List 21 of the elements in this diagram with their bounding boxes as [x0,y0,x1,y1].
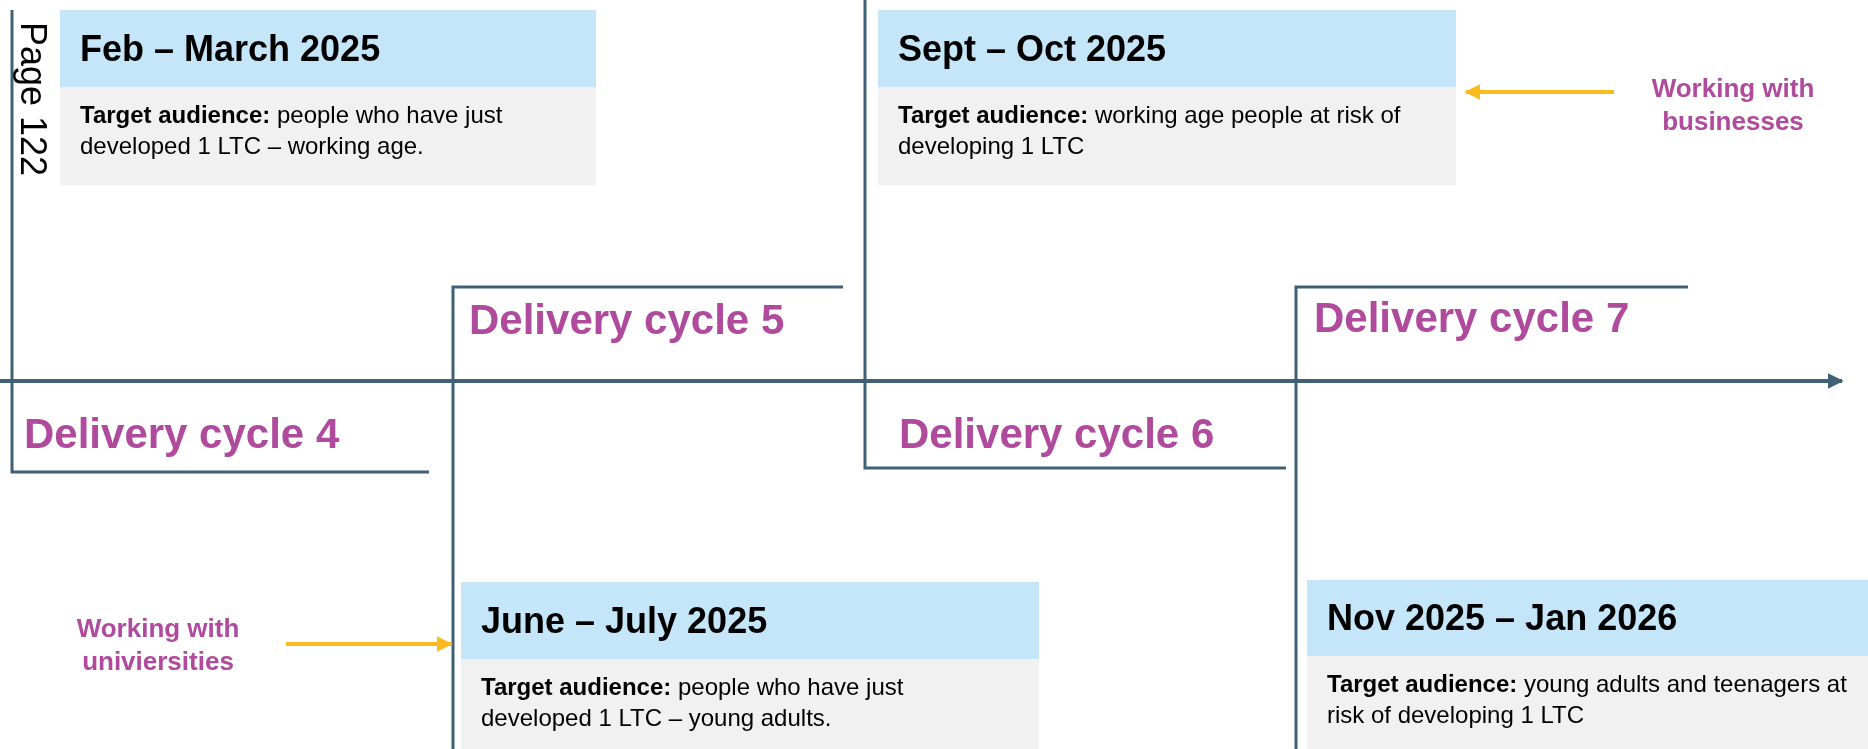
timeline-card [878,10,1456,185]
cycle-label: Delivery cycle 7 [1314,294,1630,342]
date-heading: Sept – Oct 2025 [878,10,1456,87]
date-heading: June – July 2025 [461,582,1039,659]
note-text: Working with univiersities [40,612,276,677]
cycle-label: Delivery cycle 4 [24,410,340,458]
audience-text: Target audience: people who have just developed 1 LTC – working age. [79,100,504,162]
timeline-card [60,10,596,185]
page-number: Page 122 [12,22,54,177]
cycle-label: Delivery cycle 5 [469,296,785,344]
timeline-card [1307,580,1868,749]
note-text: Working with businesses [1620,72,1846,137]
cycle-label: Delivery cycle 6 [899,410,1215,458]
arrow [1464,84,1614,100]
date-heading: Feb – March 2025 [60,10,596,87]
audience-text: Target audience: young adults and teenagers at risk of developing 1 LTC [1326,669,1848,731]
date-heading: Nov 2025 – Jan 2026 [1307,580,1868,656]
audience-text: Target audience: people who have just developed 1 LTC – young adults. [480,672,905,734]
timeline-card [461,582,1039,749]
audience-text: Target audience: working age people at risk of developing 1 LTC [897,100,1402,162]
arrow [286,636,453,652]
